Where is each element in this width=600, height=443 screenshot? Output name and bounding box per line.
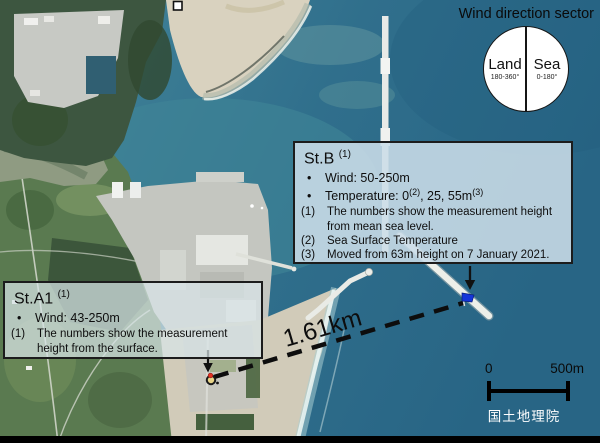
note-text: The numbers show the measurement height … bbox=[37, 328, 228, 355]
note-label: (1) bbox=[11, 328, 26, 341]
station-b-note-1: (1) The numbers show the measurement hei… bbox=[300, 205, 565, 233]
station-a1-wind-line: • Wind: 43-250m bbox=[10, 309, 255, 327]
forest-topleft bbox=[0, 0, 172, 166]
scale-end-label: 500m bbox=[550, 361, 584, 376]
note-text: Moved from 63m height on 7 January 2021. bbox=[327, 248, 550, 261]
station-a1-callout: St.A1 (1) • Wind: 43-250m (1) The number… bbox=[3, 281, 263, 359]
sea-label: Sea bbox=[533, 56, 561, 73]
station-b-note-2: (2) Sea Surface Temperature bbox=[300, 234, 565, 248]
sector-divider-line bbox=[525, 27, 527, 111]
boat bbox=[250, 204, 254, 208]
map-square-marker bbox=[172, 0, 183, 11]
station-b-temperature-text: Temperature: 0(2), 25, 55m(3) bbox=[325, 187, 483, 205]
note-label: (2) bbox=[301, 234, 316, 247]
scale-bar-rule bbox=[487, 381, 570, 401]
beach bbox=[166, 0, 313, 101]
temp-prefix: Temperature: 0 bbox=[325, 189, 410, 204]
station-a1-name: St.A1 bbox=[14, 290, 54, 308]
distance-dashed-line bbox=[213, 300, 464, 380]
bullet-glyph: • bbox=[307, 189, 312, 204]
station-a1-title-sup: (1) bbox=[57, 289, 70, 300]
station-b-wind-text: Wind: 50-250m bbox=[325, 171, 410, 186]
station-b-title-sup: (1) bbox=[338, 149, 351, 160]
note-label: (3) bbox=[301, 248, 316, 261]
wind-sector-sea-half: Sea 0-180° bbox=[526, 27, 568, 111]
station-a1-title: St.A1 (1) bbox=[10, 285, 255, 309]
land-range: 180-360° bbox=[490, 74, 520, 81]
note-label: (1) bbox=[301, 206, 316, 219]
station-b-wind-line: • Wind: 50-250m bbox=[300, 169, 565, 187]
map-credit: 国土地理院 bbox=[487, 409, 561, 424]
land-label: Land bbox=[488, 56, 522, 73]
station-a1-marker bbox=[205, 372, 219, 386]
scale-start-label: 0 bbox=[485, 361, 493, 376]
station-b-name: St.B bbox=[304, 150, 335, 168]
scale-bar-right-cap bbox=[566, 381, 570, 401]
wind-direction-sector: Wind direction sector Land 180-360° Sea … bbox=[434, 5, 594, 112]
station-a1-wind-text: Wind: 43-250m bbox=[35, 311, 120, 326]
bullet-glyph: • bbox=[307, 171, 312, 186]
station-b-arrow bbox=[464, 266, 476, 290]
wind-sector-circle: Land 180-360° Sea 0-180° bbox=[483, 26, 569, 112]
station-b-flag-marker bbox=[461, 292, 475, 307]
scale-bar-labels: 0 500m bbox=[478, 361, 584, 377]
bullet-glyph: • bbox=[17, 311, 22, 326]
temp-sup1: (2) bbox=[409, 187, 421, 198]
note-text: Sea Surface Temperature bbox=[327, 234, 458, 247]
temp-sup2: (3) bbox=[472, 187, 484, 198]
note-text: The numbers show the measurement height … bbox=[327, 206, 553, 233]
scale-bar-line bbox=[487, 389, 570, 393]
scale-bar: 0 500m 国土地理院 bbox=[478, 361, 584, 425]
station-b-callout: St.B (1) • Wind: 50-250m • Temperature: … bbox=[293, 141, 573, 264]
temp-middle: , 25, 55m bbox=[420, 189, 473, 204]
station-b-note-3: (3) Moved from 63m height on 7 January 2… bbox=[300, 248, 565, 262]
station-b-title: St.B (1) bbox=[300, 145, 565, 169]
boat bbox=[260, 206, 264, 210]
bottom-black-bar bbox=[0, 436, 600, 443]
station-a1-note-1: (1) The numbers show the measurement hei… bbox=[10, 327, 255, 355]
station-b-temperature-line: • Temperature: 0(2), 25, 55m(3) bbox=[300, 187, 565, 205]
wind-sector-title: Wind direction sector bbox=[458, 6, 594, 22]
wind-sector-land-half: Land 180-360° bbox=[484, 27, 526, 111]
sea-range: 0-180° bbox=[536, 74, 558, 81]
